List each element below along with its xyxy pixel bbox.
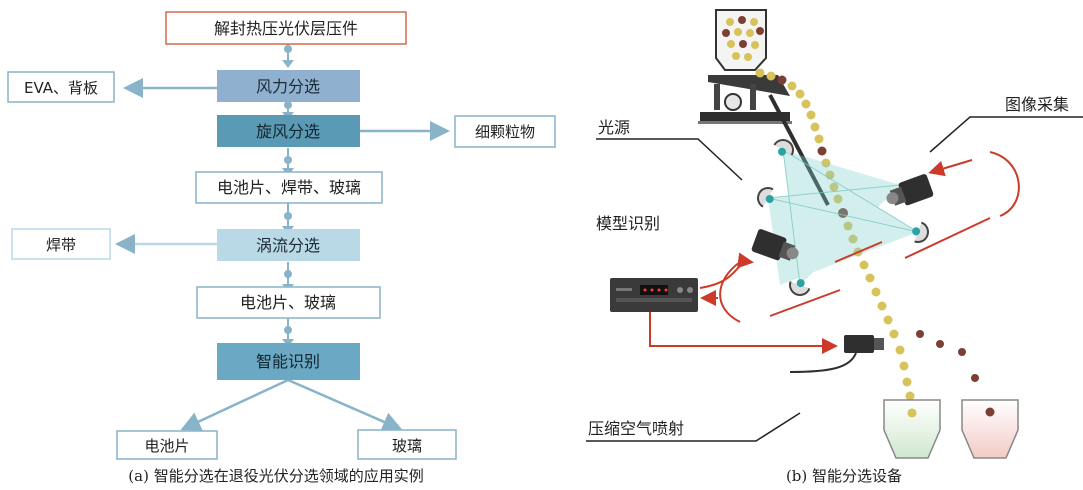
light-beams [768,150,918,285]
final-cell-label: 电池片 [144,437,189,455]
vibratory-feeder [698,75,792,124]
eva-label: EVA、背板 [24,79,98,97]
flow-connector-dots [284,45,292,334]
cyclone-separation-label: 旋风分选 [256,122,320,141]
output-ribbon: 焊带 [11,228,111,260]
arrow-to-glass [287,378,403,432]
feed-hopper [715,9,767,71]
fine-particles-label: 细颗粒物 [475,123,535,141]
wind-separation-label: 风力分选 [256,77,320,96]
node-cell-glass: 电池片、玻璃 [196,286,381,319]
camera-left [751,229,799,261]
leader-lines [586,116,1083,442]
eddy-separation-label: 涡流分选 [256,236,320,255]
hopper-particles [722,16,764,61]
flowchart: 解封热压光伏层压件 风力分选 EVA、背板 旋风分选 细颗粒物 电池片、焊带、玻… [7,11,556,485]
node-cell-ribbon-glass: 电池片、焊带、玻璃 [195,171,383,204]
controller-signal-lines [649,252,838,354]
camera-right [886,174,934,206]
air-nozzle [789,335,884,373]
label-light-source: 光源 [598,118,630,137]
bin-cell [883,399,941,459]
light-source-right [912,221,929,243]
caption-a: (a) 智能分选在退役光伏分选领域的应用实例 [128,467,423,485]
chute-plate [768,94,830,206]
label-image-capture: 图像采集 [1005,95,1069,114]
start-label: 解封热压光伏层压件 [214,19,358,38]
output-fine-particles: 细颗粒物 [454,115,556,148]
node-cyclone-separation: 旋风分选 [217,115,360,147]
label-air-jet: 压缩空气喷射 [588,419,684,438]
node-wind-separation: 风力分选 [217,70,360,102]
image-capture-signals [719,151,1020,323]
beam-edges [767,149,919,286]
ribbon-label: 焊带 [46,236,76,254]
output-cell: 电池片 [116,430,218,460]
light-source-top [773,139,794,156]
node-eddy-current-separation: 涡流分选 [217,229,360,261]
cell-glass-label: 电池片、玻璃 [240,293,336,312]
arrow-to-cell [180,378,289,431]
light-source-left [757,187,774,208]
label-model-recognition: 模型识别 [596,214,660,233]
cell-ribbon-glass-label: 电池片、焊带、玻璃 [217,178,361,197]
start-node: 解封热压光伏层压件 [165,11,407,45]
sorting-equipment: 光源 图像采集 模型识别 压缩空气喷射 (b) 智能分选设备 [586,9,1083,485]
output-eva: EVA、背板 [7,71,115,103]
final-glass-label: 玻璃 [392,437,422,455]
output-glass: 玻璃 [357,429,457,460]
node-intelligent-recognition: 智能识别 [217,343,360,380]
bin-glass [961,399,1019,459]
caption-b: (b) 智能分选设备 [786,467,902,485]
controller-unit [610,278,698,312]
recognition-label: 智能识别 [256,352,320,371]
light-source-bottom [789,279,811,296]
